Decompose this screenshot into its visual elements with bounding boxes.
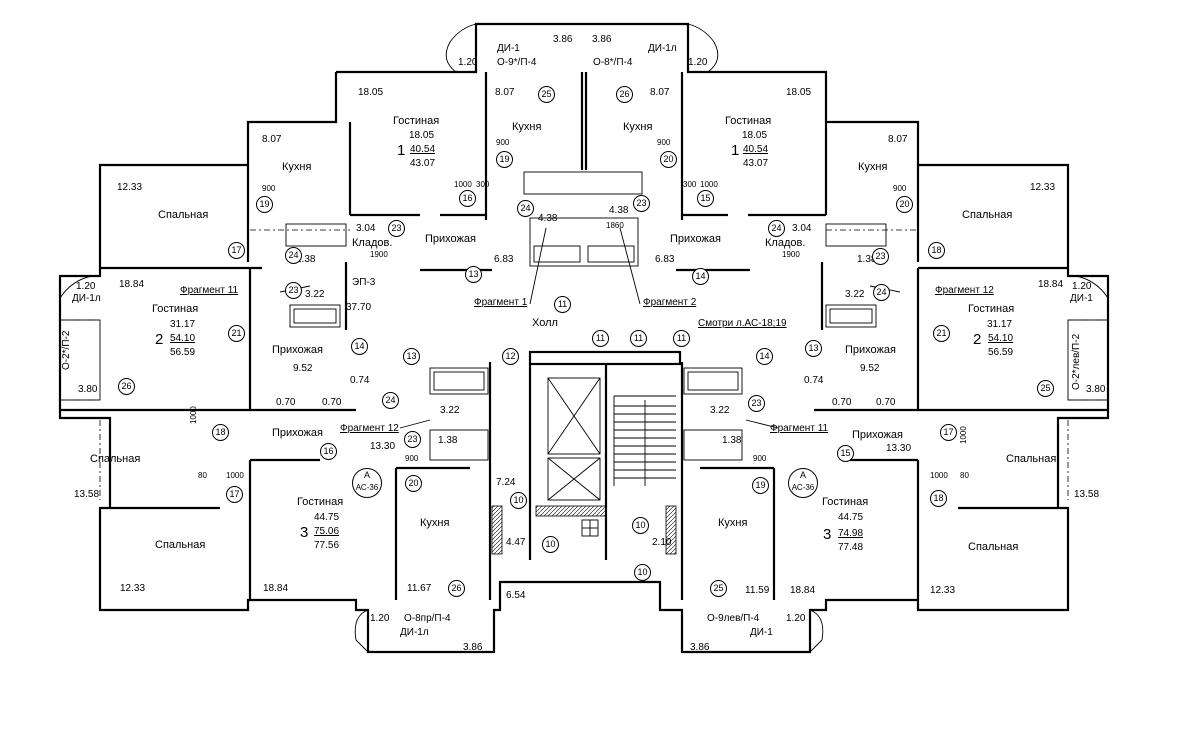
outer-walls xyxy=(58,22,1110,654)
leader-lines xyxy=(279,227,901,429)
stair-core xyxy=(491,377,677,555)
interior-walls xyxy=(60,72,1108,600)
fixtures xyxy=(285,171,887,461)
axis-lines xyxy=(60,229,1108,500)
